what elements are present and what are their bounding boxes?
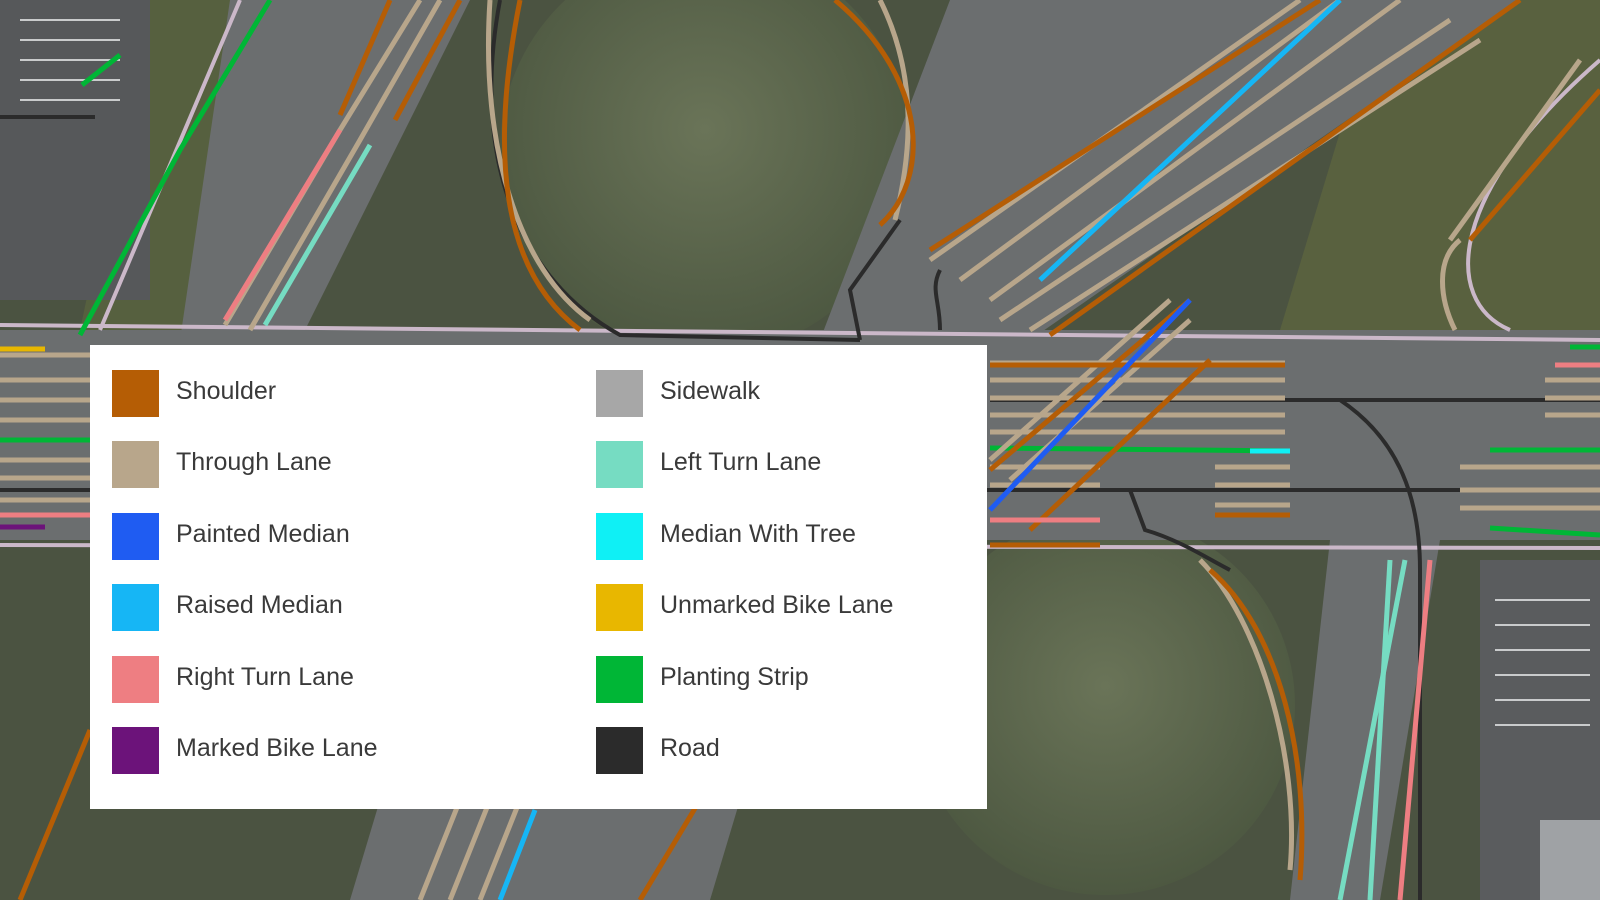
legend-item-painted-median: Painted Median (112, 512, 378, 560)
legend-swatch-median-with-tree (596, 512, 643, 560)
left-turn-lane-lines (262, 143, 1408, 900)
legend-swatch-sidewalk (596, 369, 643, 417)
legend-swatch-raised-median (112, 584, 159, 631)
legend-item-left-turn-lane: Left Turn Lane (596, 441, 893, 489)
legend-item-planting-strip: Planting Strip (596, 655, 893, 703)
legend-swatch-through-lane (112, 441, 159, 488)
legend-label-painted-median: Painted Median (176, 519, 350, 548)
median-lines (497, 0, 1342, 900)
legend-item-raised-median: Raised Median (112, 584, 378, 632)
right-turn-lane-lines (0, 128, 1600, 900)
cloverleaf-grass-bottom (915, 515, 1295, 895)
legend-swatch-shoulder (112, 369, 159, 417)
legend-item-sidewalk: Sidewalk (596, 369, 893, 417)
legend-swatch-right-turn-lane (112, 655, 159, 703)
parking-lot-top-left (0, 0, 150, 300)
bike-lane-lines (0, 346, 45, 530)
painted-median-line (988, 298, 1192, 512)
legend-item-right-turn-lane: Right Turn Lane (112, 655, 378, 703)
legend-swatch-left-turn-lane (596, 441, 643, 488)
legend-item-shoulder: Shoulder (112, 369, 378, 417)
legend-label-right-turn-lane: Right Turn Lane (176, 662, 354, 691)
legend-label-road: Road (660, 734, 720, 762)
legend-label-through-lane: Through Lane (176, 448, 332, 476)
legend-label-sidewalk: Sidewalk (660, 376, 761, 405)
legend-label-left-turn-lane: Left Turn Lane (660, 448, 822, 476)
legend-item-unmarked-bike-lane: Unmarked Bike Lane (596, 584, 893, 632)
legend-label-unmarked-bike-lane: Unmarked Bike Lane (660, 591, 894, 619)
legend-label-shoulder: Shoulder (176, 376, 277, 405)
cloverleaf-grass-top (500, 0, 910, 355)
raised-median-line-bottom (497, 809, 538, 900)
map-legend: Shoulder Through Lane Painted Median Rai… (90, 345, 987, 809)
legend-label-planting-strip: Planting Strip (660, 662, 809, 691)
legend-item-road: Road (596, 727, 893, 775)
parking-stalls (20, 19, 1590, 726)
legend-item-through-lane: Through Lane (112, 441, 378, 489)
legend-swatch-marked-bike-lane (112, 727, 159, 774)
legend-column-right: Sidewalk Left Turn Lane Median With Tree… (596, 369, 893, 798)
legend-item-marked-bike-lane: Marked Bike Lane (112, 727, 378, 775)
legend-column-left: Shoulder Through Lane Painted Median Rai… (112, 369, 378, 798)
legend-swatch-unmarked-bike-lane (596, 584, 643, 631)
legend-swatch-painted-median (112, 512, 159, 560)
raised-median-line (1038, 0, 1342, 282)
legend-label-raised-median: Raised Median (176, 591, 343, 619)
legend-item-median-with-tree: Median With Tree (596, 512, 893, 560)
planting-strip-lines (0, 0, 1600, 538)
shoulder-lines (17, 0, 1600, 900)
legend-label-median-with-tree: Median With Tree (660, 519, 856, 548)
building-roof (1540, 820, 1600, 900)
legend-swatch-planting-strip (596, 655, 643, 703)
legend-label-marked-bike-lane: Marked Bike Lane (176, 734, 378, 762)
legend-swatch-road (596, 727, 643, 774)
